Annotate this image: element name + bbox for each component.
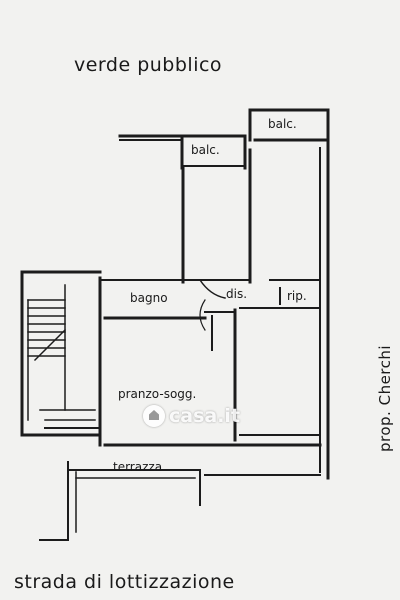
dis-label: dis. [226, 287, 248, 301]
watermark: casa.it [143, 405, 240, 427]
terrazza-label: terrazza [113, 460, 163, 474]
bagno-label: bagno [130, 291, 168, 305]
bottom-label: strada di lottizzazione [14, 571, 235, 593]
house-icon [143, 405, 165, 427]
balcony-right-label: balc. [268, 117, 297, 131]
top-label: verde pubblico [74, 54, 223, 76]
pranzo-label: pranzo-sogg. [118, 387, 197, 401]
rip-label: rip. [287, 289, 307, 303]
watermark-text: casa.it [169, 405, 241, 427]
side-label: prop. Cherchi [376, 344, 394, 452]
balcony-left-label: balc. [191, 143, 220, 157]
